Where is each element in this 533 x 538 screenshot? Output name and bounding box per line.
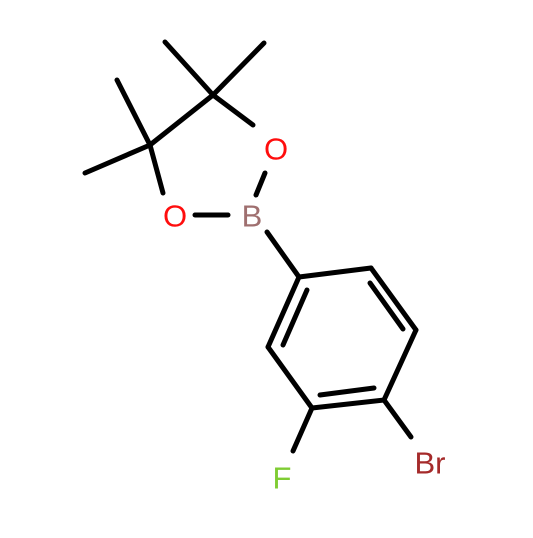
bond-ring-6 <box>265 274 302 350</box>
atom-oxygen-upper: O <box>264 132 288 167</box>
bond-o-b-upper <box>253 170 268 198</box>
bond-methyl-3 <box>114 77 153 148</box>
bond-ring-2 <box>368 265 419 333</box>
bond-ring-double-1 <box>367 280 406 332</box>
bond-ring-double-3 <box>280 287 310 348</box>
atom-bromine: Br <box>415 446 446 481</box>
atom-oxygen-lower: O <box>163 199 187 234</box>
bond-ring-3 <box>381 327 419 403</box>
bond-methyl-2 <box>210 40 267 98</box>
bond-c-o-lower <box>147 142 166 196</box>
bond-methyl-4 <box>82 142 153 176</box>
bond-ring-1 <box>296 265 374 280</box>
atom-boron: B <box>242 199 263 234</box>
bond-c-f <box>290 405 315 454</box>
bond-c-c-ring <box>147 92 216 148</box>
atom-fluorine: F <box>273 461 292 496</box>
bond-ring-4 <box>309 397 387 411</box>
bond-ring-5 <box>265 344 315 411</box>
bond-c-br <box>381 397 414 440</box>
bond-ring-double-2 <box>317 385 377 398</box>
bond-methyl-1 <box>162 39 216 98</box>
bond-b-aryl <box>264 229 302 280</box>
bond-c-o-upper <box>210 92 256 128</box>
